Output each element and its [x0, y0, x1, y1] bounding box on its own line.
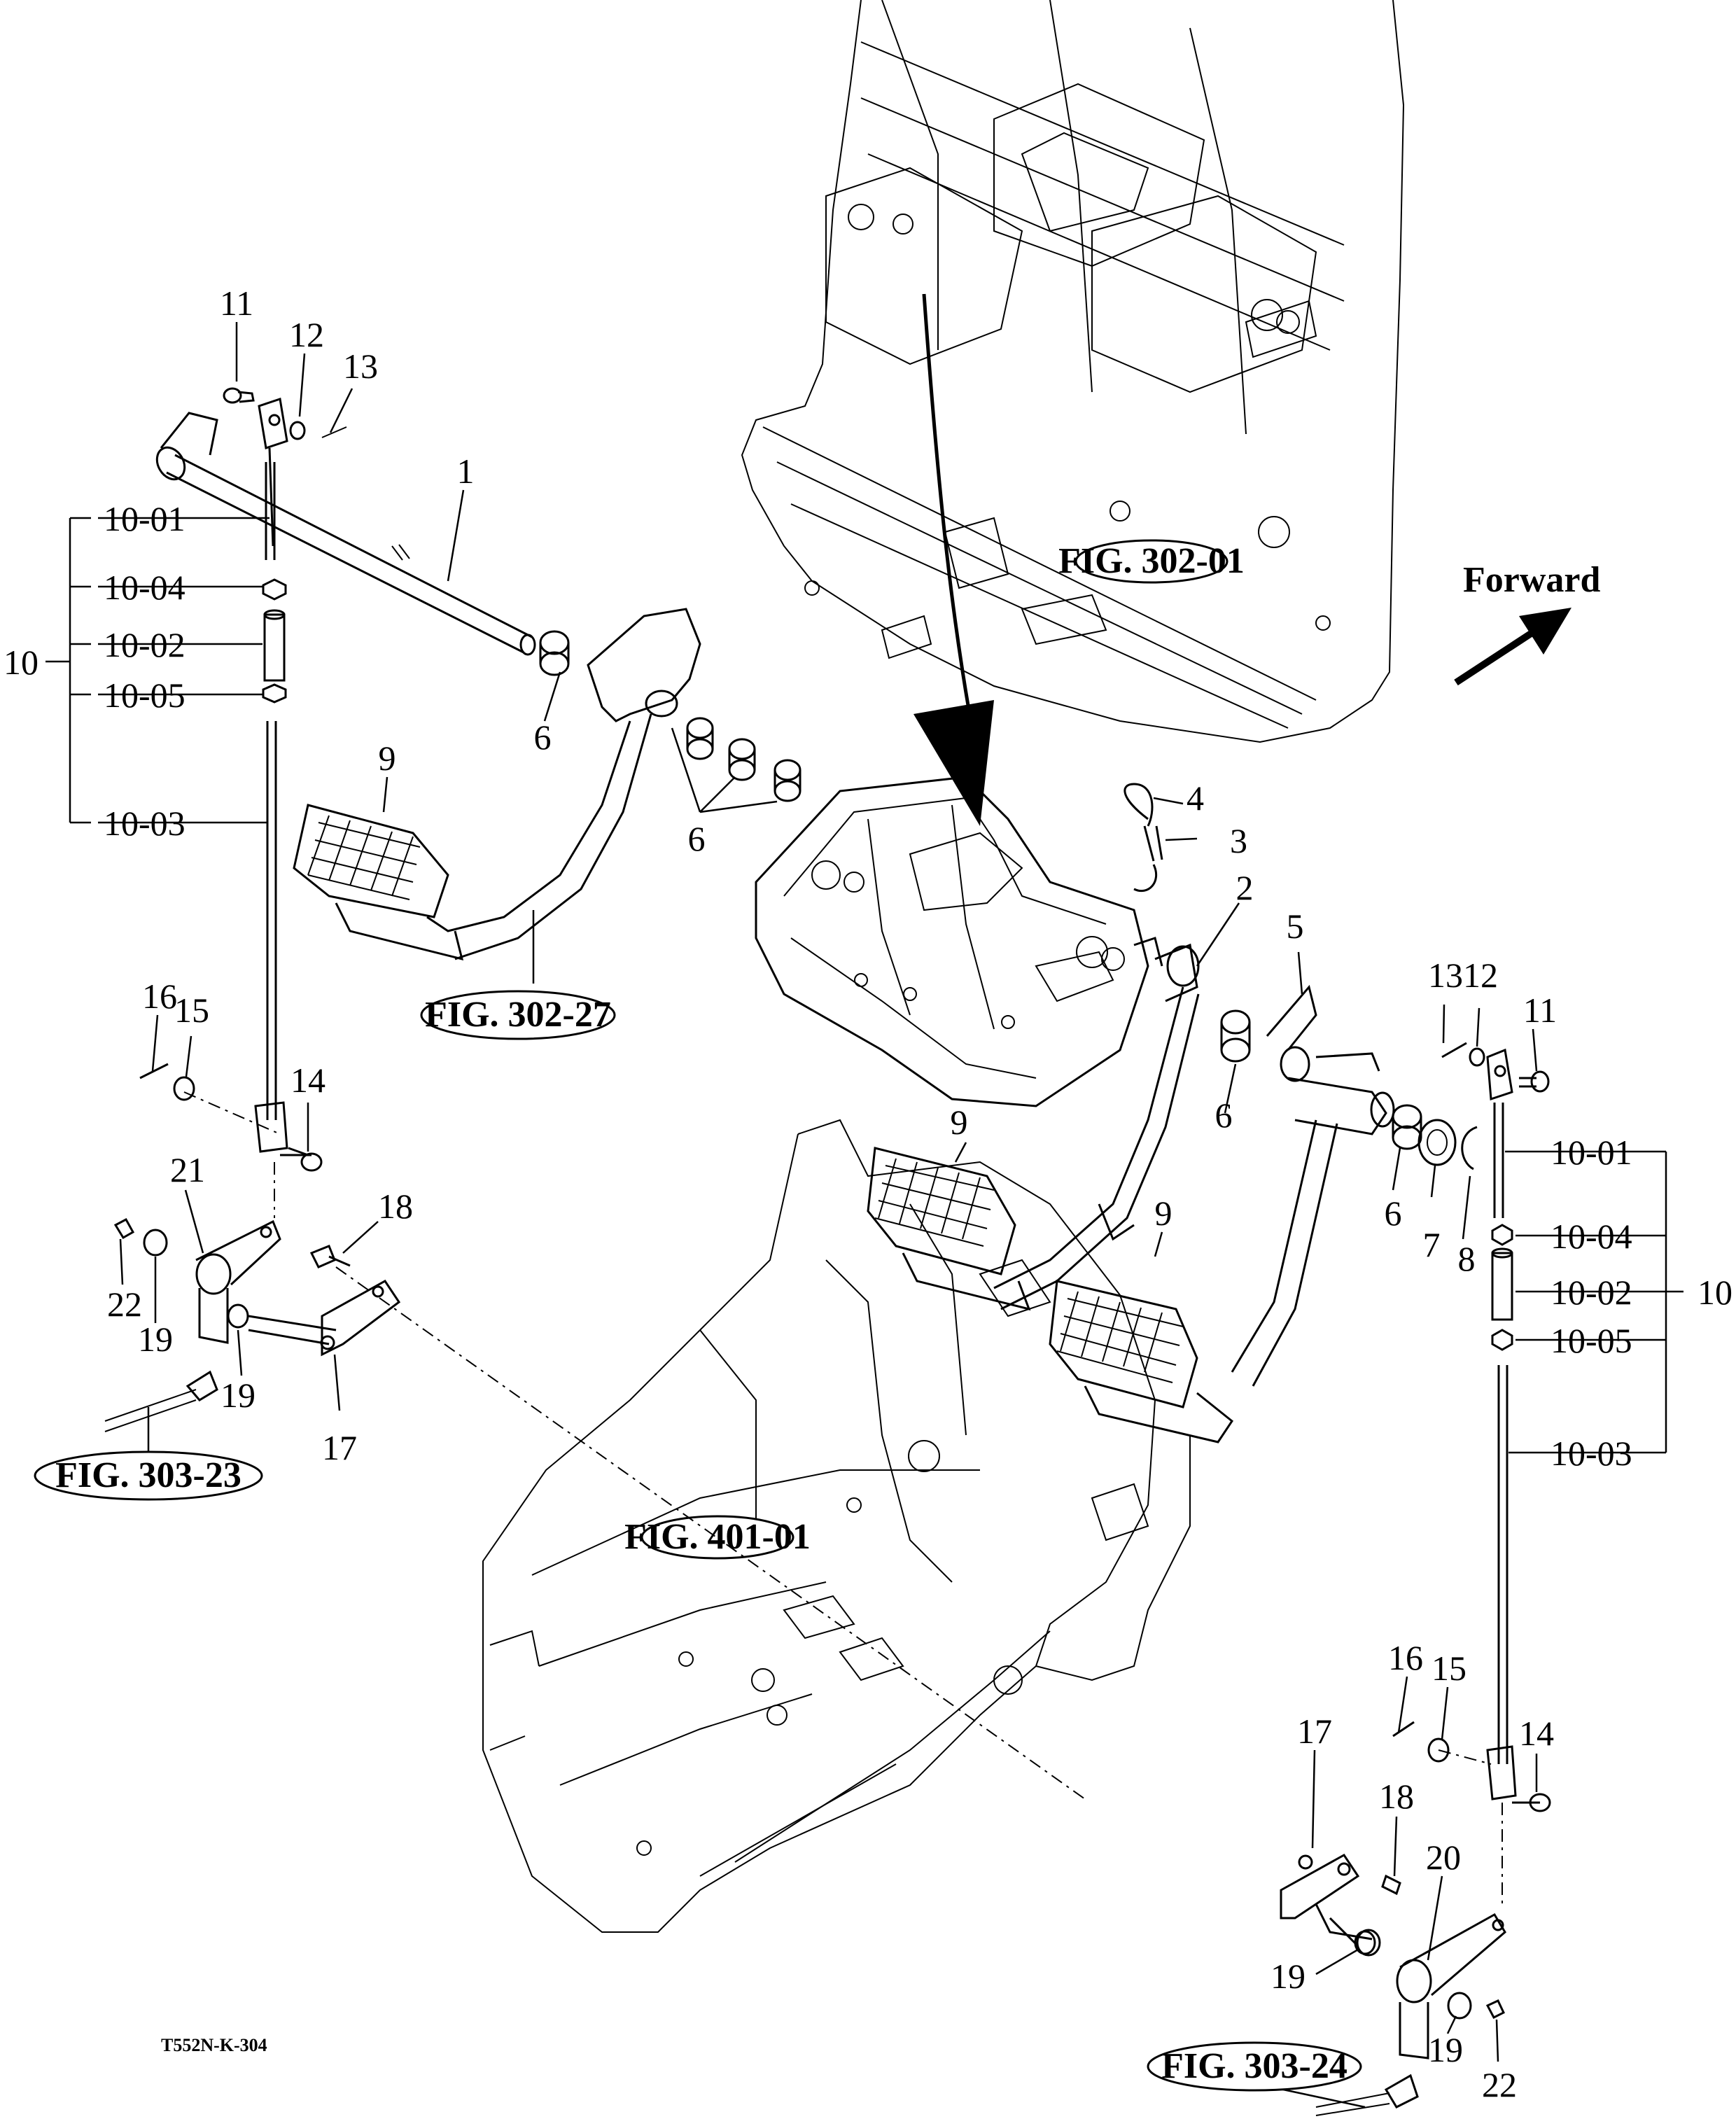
callout-6: 6 [688, 819, 706, 858]
callout-22: 22 [107, 1285, 142, 1324]
pedal-arm-left [293, 608, 701, 961]
bushing-6-left [539, 630, 570, 676]
svg-text:FIG. 303-23: FIG. 303-23 [55, 1455, 241, 1495]
callout-10-02-right: 10-02 [1550, 1273, 1632, 1312]
callout-6: 6 [1215, 1096, 1233, 1135]
callout-15: 15 [1432, 1649, 1466, 1688]
clevis-left-top [223, 387, 347, 547]
callout-10-left: 10 [4, 643, 38, 682]
upper-frame-assembly [741, 0, 1405, 743]
callout-14: 14 [290, 1061, 326, 1100]
callout-7: 7 [1423, 1225, 1441, 1264]
spring-3-4 [1124, 783, 1163, 892]
callout-10-03-left: 10-03 [104, 804, 186, 843]
callout-2: 2 [1236, 868, 1254, 907]
svg-text:FIG. 401-01: FIG. 401-01 [624, 1517, 811, 1557]
bolt-18-right [1381, 1874, 1401, 1896]
callout-15: 15 [174, 991, 209, 1030]
svg-text:FIG. 302-01: FIG. 302-01 [1058, 541, 1245, 581]
transmission-housing [482, 1119, 1191, 1933]
callout-19: 19 [138, 1320, 173, 1359]
callout-10-01-left: 10-01 [104, 499, 186, 538]
pin-16-washer-15-right [1392, 1721, 1450, 1763]
callout-8: 8 [1458, 1239, 1476, 1278]
fig-303-23-ref[interactable]: FIG. 303-23 [34, 1407, 263, 1501]
callout-19: 19 [1270, 1957, 1306, 1996]
clevis-right-top [1441, 1042, 1550, 1101]
callout-18: 18 [378, 1187, 413, 1226]
pedal-bracket-assembly [755, 776, 1149, 1107]
callout-13: 13 [1428, 956, 1463, 995]
callout-12: 12 [1463, 956, 1498, 995]
callout-16: 16 [1388, 1638, 1423, 1677]
callout-14: 14 [1519, 1714, 1554, 1753]
callout-6: 6 [1385, 1194, 1402, 1233]
callout-17: 17 [322, 1428, 357, 1467]
pedal-arm-right [1049, 984, 1395, 1443]
callout-4: 4 [1186, 778, 1204, 818]
drawing-code: T552N-K-304 [161, 2035, 267, 2055]
bushings-6-middle [671, 717, 802, 813]
fig-302-27-ref[interactable]: FIG. 302-27 [420, 910, 616, 1040]
leader-lines [46, 322, 1684, 2062]
callout-9: 9 [1155, 1194, 1172, 1233]
callout-12: 12 [289, 315, 324, 354]
callout-22: 22 [1482, 2065, 1517, 2104]
bushing-6-right [1392, 1104, 1422, 1150]
washer-7 [1418, 1119, 1457, 1166]
lever-17-left [227, 1280, 401, 1357]
callout-9: 9 [951, 1103, 968, 1142]
rod-assembly-right [1486, 1103, 1551, 1812]
bolt-18-left [309, 1245, 351, 1268]
callout-5: 5 [1287, 907, 1304, 946]
cross-shaft [155, 412, 536, 656]
callout-3: 3 [1230, 821, 1247, 860]
pin-16-washer-15-left [139, 1063, 195, 1101]
lever-20 [1315, 1912, 1506, 2116]
washer-19-left [143, 1229, 168, 1257]
callout-11: 11 [220, 284, 253, 323]
callout-10-02-left: 10-02 [104, 625, 186, 664]
callout-10-04-left: 10-04 [104, 568, 186, 607]
fig-303-24-ref[interactable]: FIG. 303-24 [1147, 2041, 1366, 2108]
pin-22-left [113, 1217, 135, 1240]
callout-1: 1 [457, 452, 475, 491]
assembly-arrow [913, 293, 994, 826]
callout-19: 19 [1428, 2030, 1463, 2069]
pedal-arm-center [867, 937, 1200, 1311]
bushing-6-center [1220, 1009, 1251, 1063]
callout-10-03-right: 10-03 [1550, 1434, 1632, 1473]
callout-10-05-right: 10-05 [1550, 1321, 1632, 1360]
forward-label: Forward [1463, 560, 1600, 600]
callout-10-04-right: 10-04 [1550, 1217, 1632, 1256]
svg-text:FIG. 303-24: FIG. 303-24 [1161, 2046, 1348, 2086]
callout-10-right: 10 [1698, 1273, 1732, 1312]
washer-19-right [1356, 1929, 1472, 2020]
callout-11: 11 [1523, 991, 1557, 1030]
callout-19: 19 [220, 1376, 255, 1415]
fig-302-01-ref[interactable]: FIG. 302-01 [1058, 539, 1245, 584]
rod-assembly-left [254, 462, 323, 1172]
callout-13: 13 [343, 347, 378, 386]
callout-labels: 11 12 13 1 10-01 10-04 10-02 10-05 10-03… [4, 284, 1732, 2104]
snap-ring-8 [1461, 1126, 1478, 1170]
callout-18: 18 [1379, 1777, 1414, 1816]
forward-arrow [1454, 608, 1572, 686]
callout-9: 9 [379, 739, 396, 778]
callout-20: 20 [1426, 1838, 1461, 1877]
pin-22-right [1485, 1999, 1505, 2019]
lever-17-right [1280, 1854, 1376, 1955]
svg-text:FIG. 302-27: FIG. 302-27 [425, 995, 611, 1035]
fig-401-01-ref[interactable]: FIG. 401-01 [624, 1515, 811, 1560]
callout-16: 16 [142, 977, 177, 1016]
callout-21: 21 [170, 1150, 205, 1189]
callout-6: 6 [534, 718, 552, 757]
callout-10-01-right: 10-01 [1550, 1133, 1632, 1172]
callout-10-05-left: 10-05 [104, 676, 186, 715]
callout-17: 17 [1297, 1712, 1332, 1751]
